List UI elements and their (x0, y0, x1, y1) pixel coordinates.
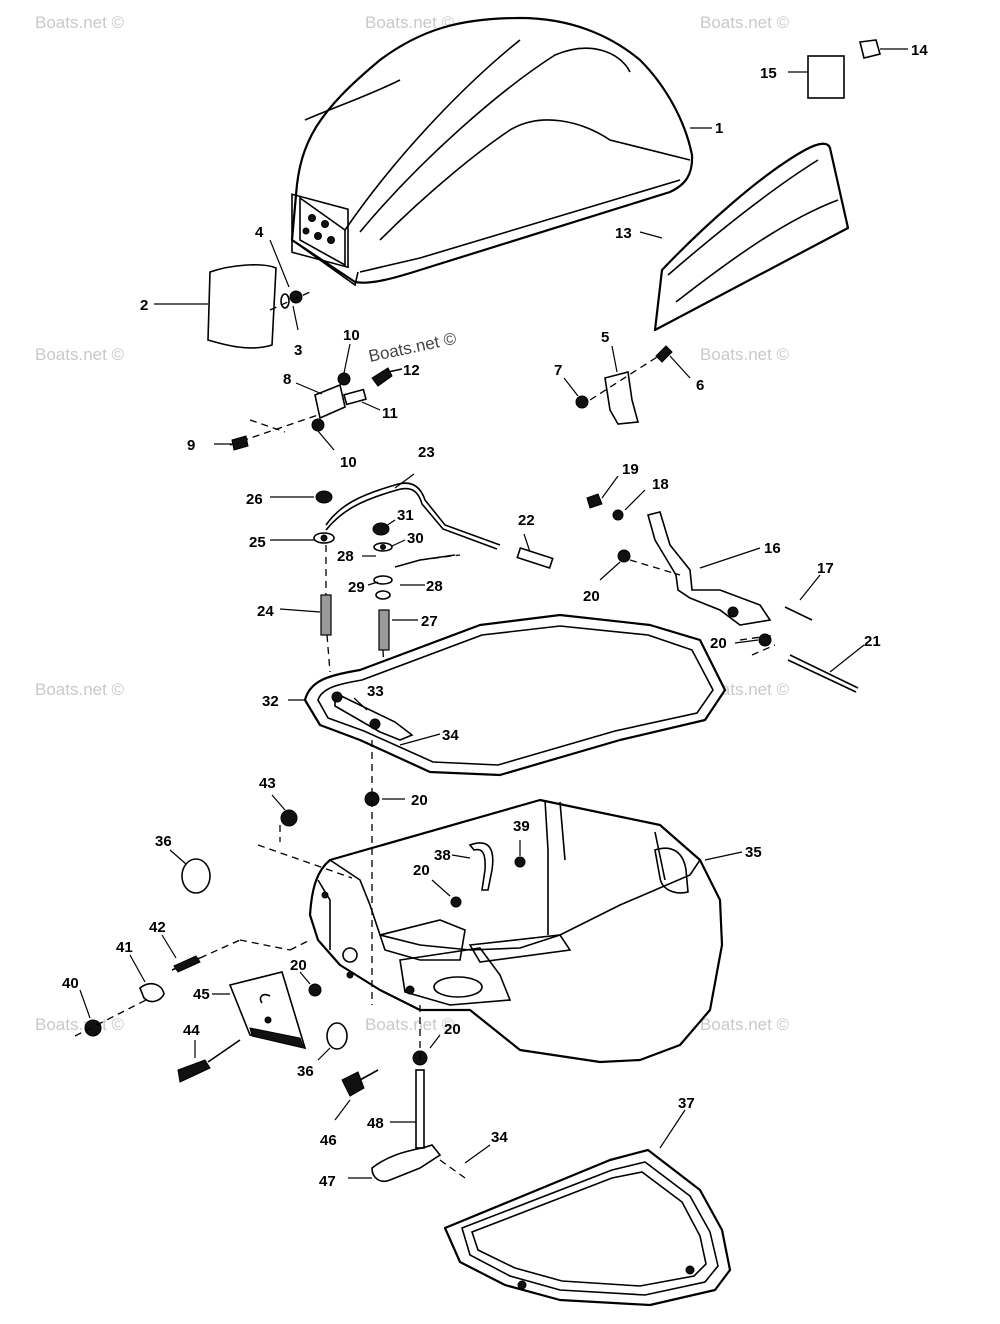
watermark: Boats.net © (365, 1015, 455, 1034)
part-label-6: 6 (696, 377, 704, 394)
side-panel (653, 142, 850, 332)
part-label-3: 3 (294, 342, 302, 359)
part-label-29: 29 (348, 579, 365, 596)
part-label-45: 45 (193, 986, 210, 1003)
part-label-12: 12 (403, 362, 420, 379)
part-label-42: 42 (149, 919, 166, 936)
part-label-23: 23 (418, 444, 435, 461)
part-label-28: 28 (426, 578, 443, 595)
seal-gasket (288, 613, 727, 777)
part-label-9: 9 (187, 437, 195, 454)
plate-2 (207, 264, 277, 349)
part-label-20: 20 (290, 957, 307, 974)
part-label-20: 20 (411, 792, 428, 809)
part-label-18: 18 (652, 476, 669, 493)
part-label-32: 32 (262, 693, 279, 710)
part-label-43: 43 (259, 775, 276, 792)
bottom-cowl (308, 798, 743, 1064)
part-label-47: 47 (319, 1173, 336, 1190)
part-label-46: 46 (320, 1132, 337, 1149)
part-label-26: 26 (246, 491, 263, 508)
part-label-21: 21 (864, 633, 881, 650)
part-label-16: 16 (764, 540, 781, 557)
part-label-19: 19 (622, 461, 639, 478)
part-label-36: 36 (155, 833, 172, 850)
part-label-11: 11 (382, 405, 398, 422)
part-number-labels: 1 2 3 4 5 6 7 8 9 10 10 11 12 13 14 15 1… (62, 42, 928, 1190)
part-label-13: 13 (615, 225, 632, 242)
watermark: Boats.net © (700, 13, 790, 32)
decal-14 (859, 39, 881, 59)
part-label-37: 37 (678, 1095, 695, 1112)
bracket-5 (563, 345, 691, 425)
part-label-17: 17 (817, 560, 834, 577)
part-label-20: 20 (413, 862, 430, 879)
part-label-38: 38 (434, 847, 451, 864)
linkage-right (586, 475, 865, 693)
part-label-10: 10 (340, 454, 357, 471)
part-label-41: 41 (116, 939, 133, 956)
part-label-48: 48 (367, 1115, 384, 1132)
watermark: Boats.net © (35, 13, 125, 32)
watermark: Boats.net © (35, 345, 125, 364)
part-label-4: 4 (255, 224, 264, 241)
part-label-15: 15 (760, 65, 777, 82)
watermark: Boats.net © (35, 1015, 125, 1034)
part-label-33: 33 (367, 683, 384, 700)
decal-15 (807, 55, 845, 99)
lower-latch-parts (334, 1005, 491, 1183)
watermark: Boats.net © (35, 680, 125, 699)
part-label-44: 44 (183, 1022, 200, 1039)
part-label-20: 20 (444, 1021, 461, 1038)
part-label-34: 34 (491, 1129, 508, 1146)
part-label-2: 2 (140, 297, 148, 314)
part-label-30: 30 (407, 530, 424, 547)
bottom-gasket (443, 1109, 732, 1307)
watermark: Boats.net © (700, 1015, 790, 1034)
part-label-34: 34 (442, 727, 459, 744)
part-label-28: 28 (337, 548, 354, 565)
part-label-22: 22 (518, 512, 535, 529)
part-label-31: 31 (397, 507, 414, 524)
part-label-39: 39 (513, 818, 530, 835)
part-label-20: 20 (583, 588, 600, 605)
part-label-20: 20 (710, 635, 727, 652)
latch-assembly-lower (74, 934, 322, 1083)
watermark: Boats.net © (365, 13, 455, 32)
part-label-36: 36 (297, 1063, 314, 1080)
brand-watermark: Boats.net © (367, 329, 459, 366)
latch-assembly-upper (214, 343, 403, 451)
part-label-10: 10 (343, 327, 360, 344)
part-label-40: 40 (62, 975, 79, 992)
part-label-1: 1 (715, 120, 723, 137)
part-label-14: 14 (911, 42, 928, 59)
top-cowl (290, 16, 694, 287)
part-label-7: 7 (554, 362, 562, 379)
part-label-24: 24 (257, 603, 274, 620)
linkage-rod-assembly (270, 473, 554, 691)
part-label-5: 5 (601, 329, 609, 346)
part-label-27: 27 (421, 613, 438, 630)
part-label-8: 8 (283, 371, 291, 388)
watermark: Boats.net © (700, 345, 790, 364)
part-label-35: 35 (745, 844, 762, 861)
part-label-25: 25 (249, 534, 266, 551)
